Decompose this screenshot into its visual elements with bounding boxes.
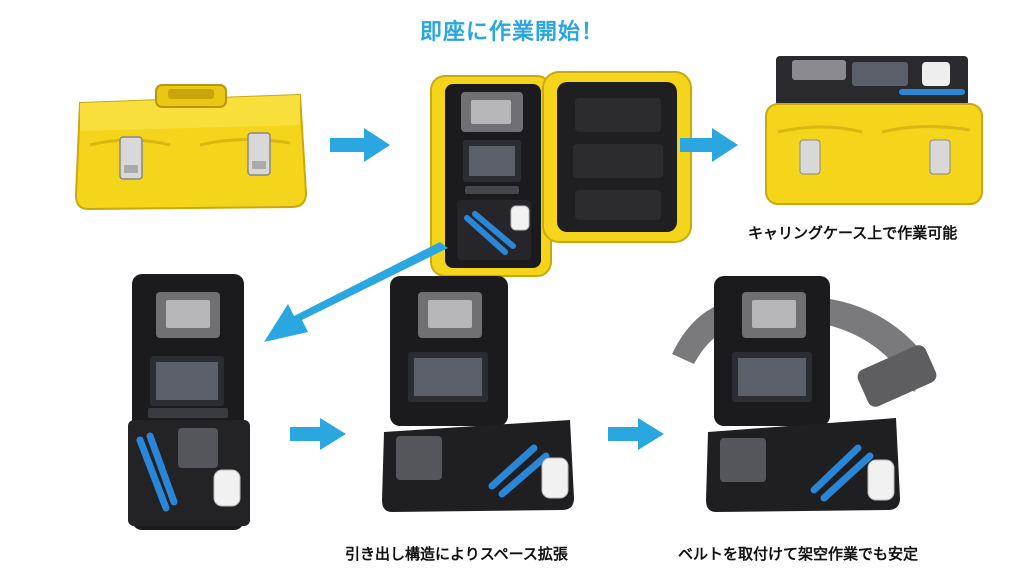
arrow-right-icon (680, 128, 738, 162)
caption-carry-case-top: キャリングケース上で作業可能 (748, 224, 958, 242)
splicer-with-shoulder-belt (672, 276, 937, 512)
open-case-with-splicer (430, 71, 692, 277)
closed-yellow-case (74, 84, 308, 211)
arrow-right-icon (330, 128, 390, 162)
splicer-expanded-tray (382, 276, 574, 512)
arrow-right-icon (608, 418, 664, 450)
caption-slide-out: 引き出し構造によりスペース拡張 (345, 545, 568, 563)
splicer-on-carry-case (765, 56, 983, 205)
splicer-unit-drawer (128, 274, 250, 530)
headline: 即座に作業開始！ (419, 20, 604, 45)
arrow-down-left-icon (264, 242, 448, 342)
arrow-right-icon (290, 418, 346, 450)
caption-belt-aerial: ベルトを取付けて架空作業でも安定 (678, 545, 919, 563)
